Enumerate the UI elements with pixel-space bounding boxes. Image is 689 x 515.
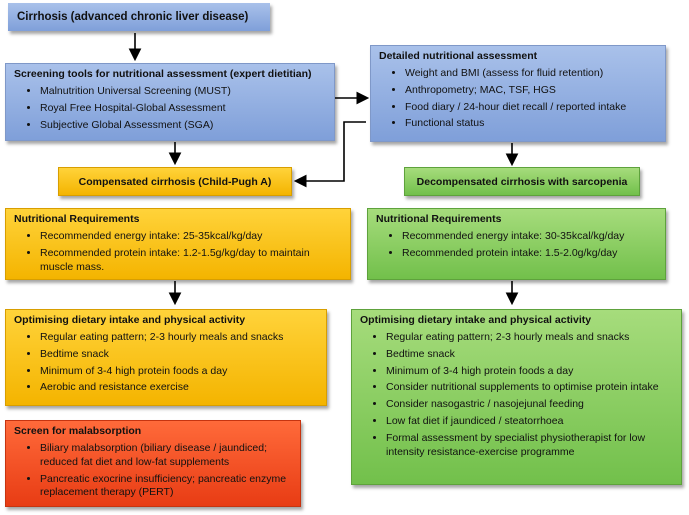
screening-tools-box: Screening tools for nutritional assessme… [5,63,335,141]
list-item: Regular eating pattern; 2-3 hourly meals… [386,331,673,345]
list-item: Minimum of 3-4 high protein foods a day [40,365,318,379]
list-item: Subjective Global Assessment (SGA) [40,119,326,133]
malabsorption-box: Screen for malabsorption Biliary malabso… [5,420,301,507]
list-item: Pancreatic exocrine insufficiency; pancr… [40,473,292,501]
list-item: Formal assessment by specialist physioth… [386,432,673,460]
decompensated-cirrhosis-box: Decompensated cirrhosis with sarcopenia [404,167,640,196]
decompensated-label: Decompensated cirrhosis with sarcopenia [416,175,628,188]
list-item: Recommended protein intake: 1.2-1.5g/kg/… [40,247,342,275]
list-item: Functional status [405,117,657,131]
nutritional-requirements-right-box: Nutritional Requirements Recommended ene… [367,208,666,280]
list-item: Bedtime snack [386,348,673,362]
req-right-heading: Nutritional Requirements [376,213,502,225]
opt-right-heading: Optimising dietary intake and physical a… [360,314,592,326]
list-item: Royal Free Hospital-Global Assessment [40,102,326,116]
list-item: Recommended protein intake: 1.5-2.0g/kg/… [402,247,657,261]
compensated-cirrhosis-box: Compensated cirrhosis (Child-Pugh A) [58,167,292,196]
list-item: Weight and BMI (assess for fluid retenti… [405,67,657,81]
list-item: Regular eating pattern; 2-3 hourly meals… [40,331,318,345]
list-item: Low fat diet if jaundiced / steatorrhoea [386,415,673,429]
list-item: Anthropometry; MAC, TSF, HGS [405,84,657,98]
arrow-detailed-to-compensated [293,121,366,188]
req-left-heading: Nutritional Requirements [14,213,140,225]
list-item: Food diary / 24-hour diet recall / repor… [405,101,657,115]
detailed-heading: Detailed nutritional assessment [379,50,538,62]
list-item: Biliary malabsorption (biliary disease /… [40,442,292,470]
list-item: Consider nutritional supplements to opti… [386,381,673,395]
optimising-intake-right-box: Optimising dietary intake and physical a… [351,309,682,485]
list-item: Aerobic and resistance exercise [40,381,318,395]
compensated-label: Compensated cirrhosis (Child-Pugh A) [78,175,272,188]
list-item: Bedtime snack [40,348,318,362]
detailed-assessment-box: Detailed nutritional assessment Weight a… [370,45,666,142]
cirrhosis-title: Cirrhosis (advanced chronic liver diseas… [17,11,249,23]
nutritional-requirements-left-box: Nutritional Requirements Recommended ene… [5,208,351,280]
screening-heading: Screening tools for nutritional assessme… [14,68,312,80]
list-item: Recommended energy intake: 25-35kcal/kg/… [40,230,342,244]
list-item: Minimum of 3-4 high protein foods a day [386,365,673,379]
list-item: Consider nasogastric / nasojejunal feedi… [386,398,673,412]
cirrhosis-box: Cirrhosis (advanced chronic liver diseas… [8,3,270,31]
list-item: Malnutrition Universal Screening (MUST) [40,85,326,99]
opt-left-heading: Optimising dietary intake and physical a… [14,314,246,326]
optimising-intake-left-box: Optimising dietary intake and physical a… [5,309,327,406]
malabsorption-heading: Screen for malabsorption [14,425,142,437]
list-item: Recommended energy intake: 30-35kcal/kg/… [402,230,657,244]
